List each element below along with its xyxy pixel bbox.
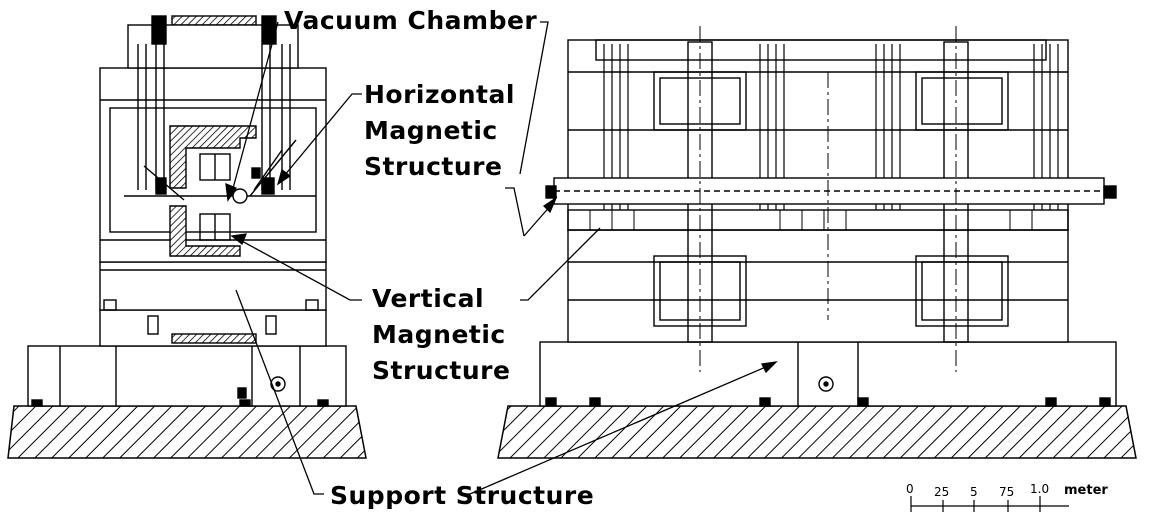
scale-tick-5: 5 <box>970 485 978 499</box>
label-vertical-line3: Structure <box>372 356 511 385</box>
ground-left <box>7 405 367 459</box>
scale-tick-25: 25 <box>934 485 950 499</box>
lower-bar-hatch <box>171 333 257 344</box>
label-support-structure: Support Structure <box>330 481 595 510</box>
top-bar-hatch <box>171 15 257 26</box>
scale-bar <box>910 496 1069 512</box>
leader-lines <box>225 21 778 495</box>
ground-right <box>497 405 1137 459</box>
label-horizontal-line2: Magnetic <box>364 116 498 145</box>
end-view <box>7 15 367 459</box>
scale-tick-1: 1.0 <box>1030 482 1050 496</box>
scale-tick-0: 0 <box>906 482 914 496</box>
label-horizontal-line3: Structure <box>364 152 503 181</box>
scale-tick-75: 75 <box>999 485 1015 499</box>
label-vertical-line2: Magnetic <box>372 320 506 349</box>
magnet-core <box>169 125 257 189</box>
base-left <box>27 345 347 407</box>
label-horizontal-line1: Horizontal <box>364 80 515 109</box>
scale-unit-label: meter <box>1064 483 1108 498</box>
side-view <box>497 26 1137 459</box>
label-vertical-line1: Vertical <box>372 284 485 313</box>
magnet-frame-left <box>99 67 327 263</box>
base-right <box>539 341 1117 407</box>
label-vacuum-chamber: Vacuum Chamber <box>284 6 538 35</box>
